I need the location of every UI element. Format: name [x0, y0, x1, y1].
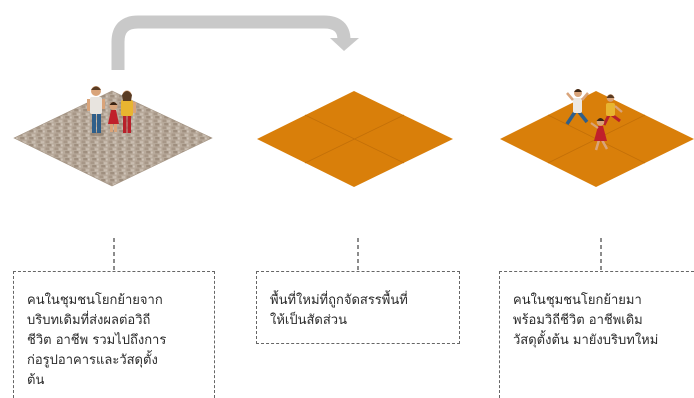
- caption-text-relocated: คนในชุมชนโยกย้ายมา พร้อมวิถีชีวิต อาชีพเ…: [513, 293, 659, 348]
- caption-text-new-area: พื้นที่ใหม่ที่ถูกจัดสรรพื้นที่ ให้เป็นสั…: [270, 293, 408, 328]
- paved-ground-tile: [13, 90, 213, 187]
- caption-box-relocated: คนในชุมชนโยกย้ายมา พร้อมวิถีชีวิต อาชีพเ…: [499, 271, 694, 398]
- people-dancing-icon: [565, 89, 623, 151]
- process-arrow: [111, 15, 359, 70]
- empty-orange-plot-tile: [257, 91, 453, 187]
- caption-text-origin: คนในชุมชนโยกย้ายจาก บริบทเดิมที่ส่งผลต่อ…: [27, 293, 167, 388]
- caption-box-new-area: พื้นที่ใหม่ที่ถูกจัดสรรพื้นที่ ให้เป็นสั…: [256, 271, 460, 344]
- people-group-icon: [87, 86, 136, 136]
- arrow-head-icon: [330, 38, 359, 51]
- caption-box-origin: คนในชุมชนโยกย้ายจาก บริบทเดิมที่ส่งผลต่อ…: [13, 271, 215, 398]
